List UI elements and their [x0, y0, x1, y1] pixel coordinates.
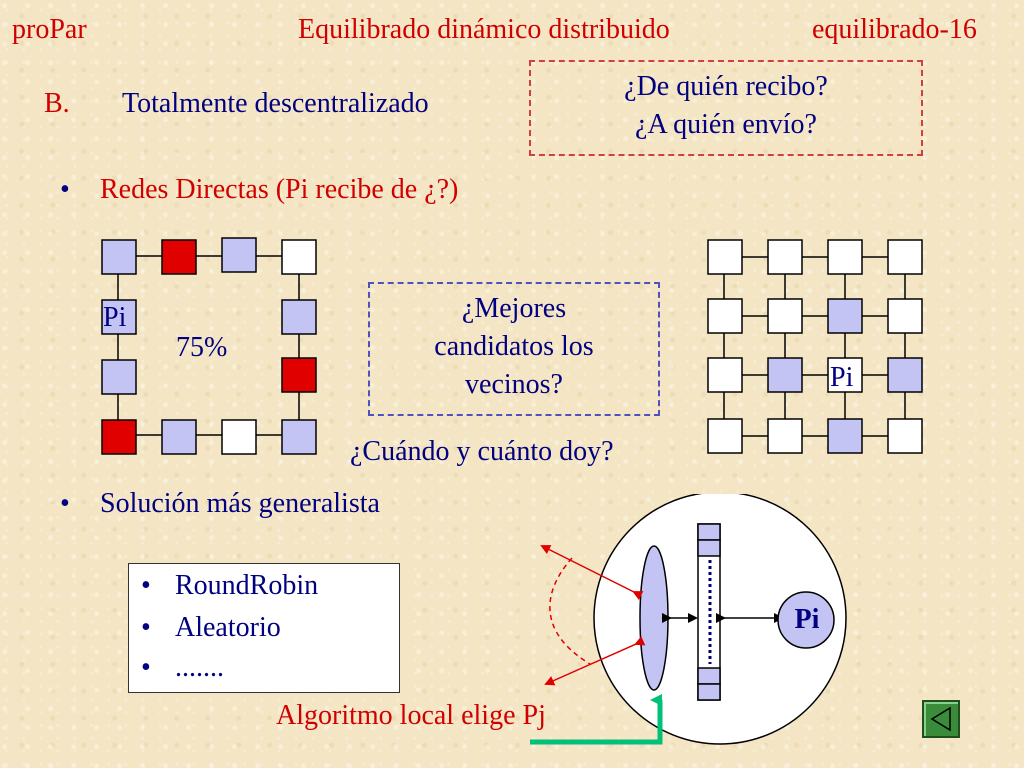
green-selection-arrow: [530, 694, 663, 745]
header-right: equilibrado-16: [812, 14, 977, 45]
nav-back-button[interactable]: [922, 700, 960, 738]
ring-node-red: [101, 419, 137, 455]
ring-node: [281, 419, 317, 455]
option-roundrobin: RoundRobin: [175, 570, 319, 601]
mesh-node: [707, 418, 743, 454]
mesh-pi-label: Pi: [830, 362, 854, 393]
router-ellipse: [639, 545, 669, 691]
mesh-node: [707, 357, 743, 393]
callout-best-candidates: ¿Mejores candidatos los vecinos?: [368, 282, 660, 416]
ring-percent: 75%: [176, 332, 228, 363]
bullet-direct-networks-text: Redes Directas (Pi recibe de ¿?): [100, 174, 459, 205]
question-when-how-much: ¿Cuándo y cuánto doy?: [350, 436, 614, 467]
ring-node: [281, 239, 317, 275]
ring-node: [281, 299, 317, 335]
bullet-general-solution: Solución más generalista: [100, 488, 380, 519]
callout-line-receive: ¿De quién recibo?: [624, 71, 828, 102]
ring-node: [161, 419, 197, 455]
processor-diagram: [530, 494, 847, 745]
curved-dashed-link: [549, 557, 591, 665]
mesh-topology: [707, 239, 923, 454]
option-random: Aleatorio: [175, 612, 281, 643]
ring-node: [221, 419, 257, 455]
ring-node-red: [161, 239, 197, 275]
ring-node: [101, 359, 137, 395]
callout-line-3: vecinos?: [465, 369, 563, 400]
ring-topology: [101, 237, 317, 455]
send-arrow-up: [540, 545, 644, 601]
mesh-node: [887, 239, 923, 275]
mesh-node: [767, 418, 803, 454]
mesh-node: [887, 357, 923, 393]
mesh-node: [887, 298, 923, 334]
option-bullet: •: [141, 612, 151, 643]
section-marker: B.: [44, 88, 70, 119]
header-left: proPar: [12, 14, 87, 45]
section-title: Totalmente descentralizado: [122, 88, 429, 119]
callout-receive-send: ¿De quién recibo? ¿A quién envío?: [529, 60, 923, 156]
bullet-dot: •: [60, 488, 70, 519]
bullet-direct-networks: Redes Directas (Pi recibe de ¿?): [100, 174, 458, 206]
option-bullet: •: [141, 570, 151, 601]
slide-title: Equilibrado dinámico distribuido: [298, 14, 670, 45]
bullet-dot: •: [60, 174, 70, 205]
mesh-node: [707, 239, 743, 275]
mesh-node: [767, 298, 803, 334]
mesh-node: [827, 298, 863, 334]
processor-pi-node: [777, 591, 835, 649]
mesh-node: [767, 357, 803, 393]
callout-line-1: ¿Mejores: [461, 293, 567, 324]
mesh-node: [707, 298, 743, 334]
processor-pi-label: Pi: [794, 604, 820, 635]
queue-slot: [697, 539, 721, 557]
ring-pi-label: Pi: [103, 302, 127, 333]
mesh-node: [827, 418, 863, 454]
ring-node-red: [281, 357, 317, 393]
option-ellipsis: .......: [175, 652, 224, 683]
back-triangle-icon: [930, 706, 951, 732]
callout-line-send: ¿A quién envío?: [635, 109, 817, 140]
queue-slot: [697, 683, 721, 701]
mesh-node: [887, 418, 923, 454]
mesh-node: [767, 239, 803, 275]
options-box: • RoundRobin • Aleatorio • .......: [128, 563, 400, 693]
queue-slot: [697, 523, 721, 541]
ring-node-pi: [101, 299, 137, 335]
mesh-node: [827, 239, 863, 275]
callout-line-2: candidatos los: [434, 331, 594, 362]
send-arrow-down: [544, 636, 646, 686]
mesh-node-pi: [827, 357, 863, 393]
ring-node: [101, 239, 137, 275]
option-bullet: •: [141, 652, 151, 683]
queue-slot: [697, 667, 721, 685]
ring-node: [221, 237, 257, 273]
algorithm-text: Algoritmo local elige Pj: [276, 700, 546, 731]
